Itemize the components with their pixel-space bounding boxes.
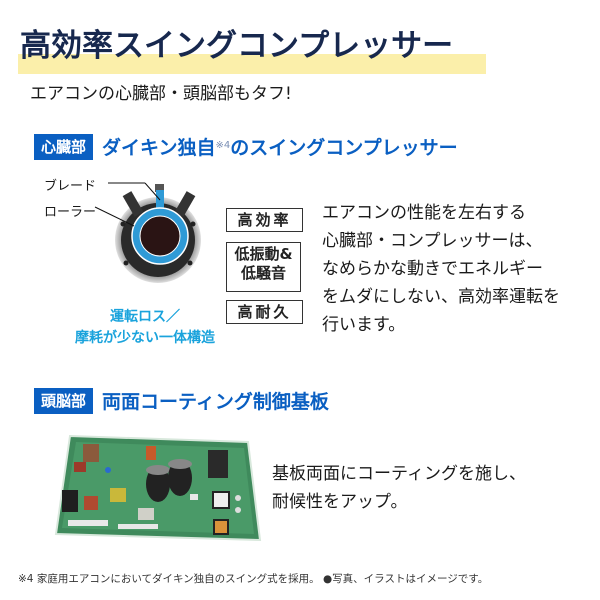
- heart-description: エアコンの性能を左右する 心臓部・コンプレッサーは、 なめらかな動きでエネルギー…: [322, 199, 560, 339]
- page-subtitle: エアコンの心臓部・頭脳部もタフ!: [30, 84, 292, 104]
- footnote-ref: ※4: [215, 140, 231, 151]
- desc-line: 行います。: [322, 315, 406, 335]
- feature-line: 低騒音: [240, 264, 286, 282]
- section-title-heart: ダイキン独自※4のスイングコンプレッサー: [102, 133, 458, 160]
- section-title-part: ダイキン独自: [102, 137, 216, 159]
- brain-description: 基板両面にコーティングを施し、 耐候性をアップ。: [272, 460, 526, 516]
- section-brain-header: 頭脳部 両面コーティング制御基板: [34, 387, 329, 414]
- section-title-rest: のスイングコンプレッサー: [230, 137, 458, 159]
- feature-high-efficiency: 高効率: [226, 208, 303, 232]
- label-blade: ブレード: [44, 179, 97, 194]
- desc-line: エアコンの性能を左右する: [322, 203, 526, 223]
- desc-line: 耐候性をアップ。: [272, 492, 408, 512]
- desc-line: なめらかな動きでエネルギー: [322, 259, 543, 279]
- feature-low-vibration-noise: 低振動& 低騒音: [226, 242, 301, 292]
- title-highlight: [18, 54, 486, 74]
- desc-line: 基板両面にコーティングを施し、: [272, 464, 526, 484]
- desc-line: 心臓部・コンプレッサーは、: [322, 231, 543, 251]
- section-badge-brain: 頭脳部: [34, 387, 94, 414]
- caption-line: 運転ロス／: [110, 309, 180, 325]
- label-roller: ローラー: [44, 205, 97, 220]
- feature-line: 低振動&: [234, 245, 293, 263]
- circuit-board-image: [54, 434, 262, 542]
- desc-line: をムダにしない、高効率運転を: [322, 287, 560, 307]
- feature-high-durability: 高耐久: [226, 300, 303, 324]
- caption-line: 摩耗が少ない一体構造: [75, 330, 215, 346]
- section-title-brain: 両面コーティング制御基板: [102, 391, 329, 413]
- footnote: ※4 家庭用エアコンにおいてダイキン独自のスイング式を採用。 ●写真、イラストは…: [18, 573, 489, 585]
- diagram-caption: 運転ロス／ 摩耗が少ない一体構造: [60, 307, 230, 349]
- section-badge-heart: 心臓部: [34, 133, 94, 160]
- section-heart-header: 心臓部 ダイキン独自※4のスイングコンプレッサー: [34, 133, 458, 160]
- page-title: 高効率スイングコンプレッサー: [20, 28, 454, 64]
- title-block: 高効率スイングコンプレッサー: [18, 24, 486, 74]
- compressor-diagram-icon: [94, 182, 201, 283]
